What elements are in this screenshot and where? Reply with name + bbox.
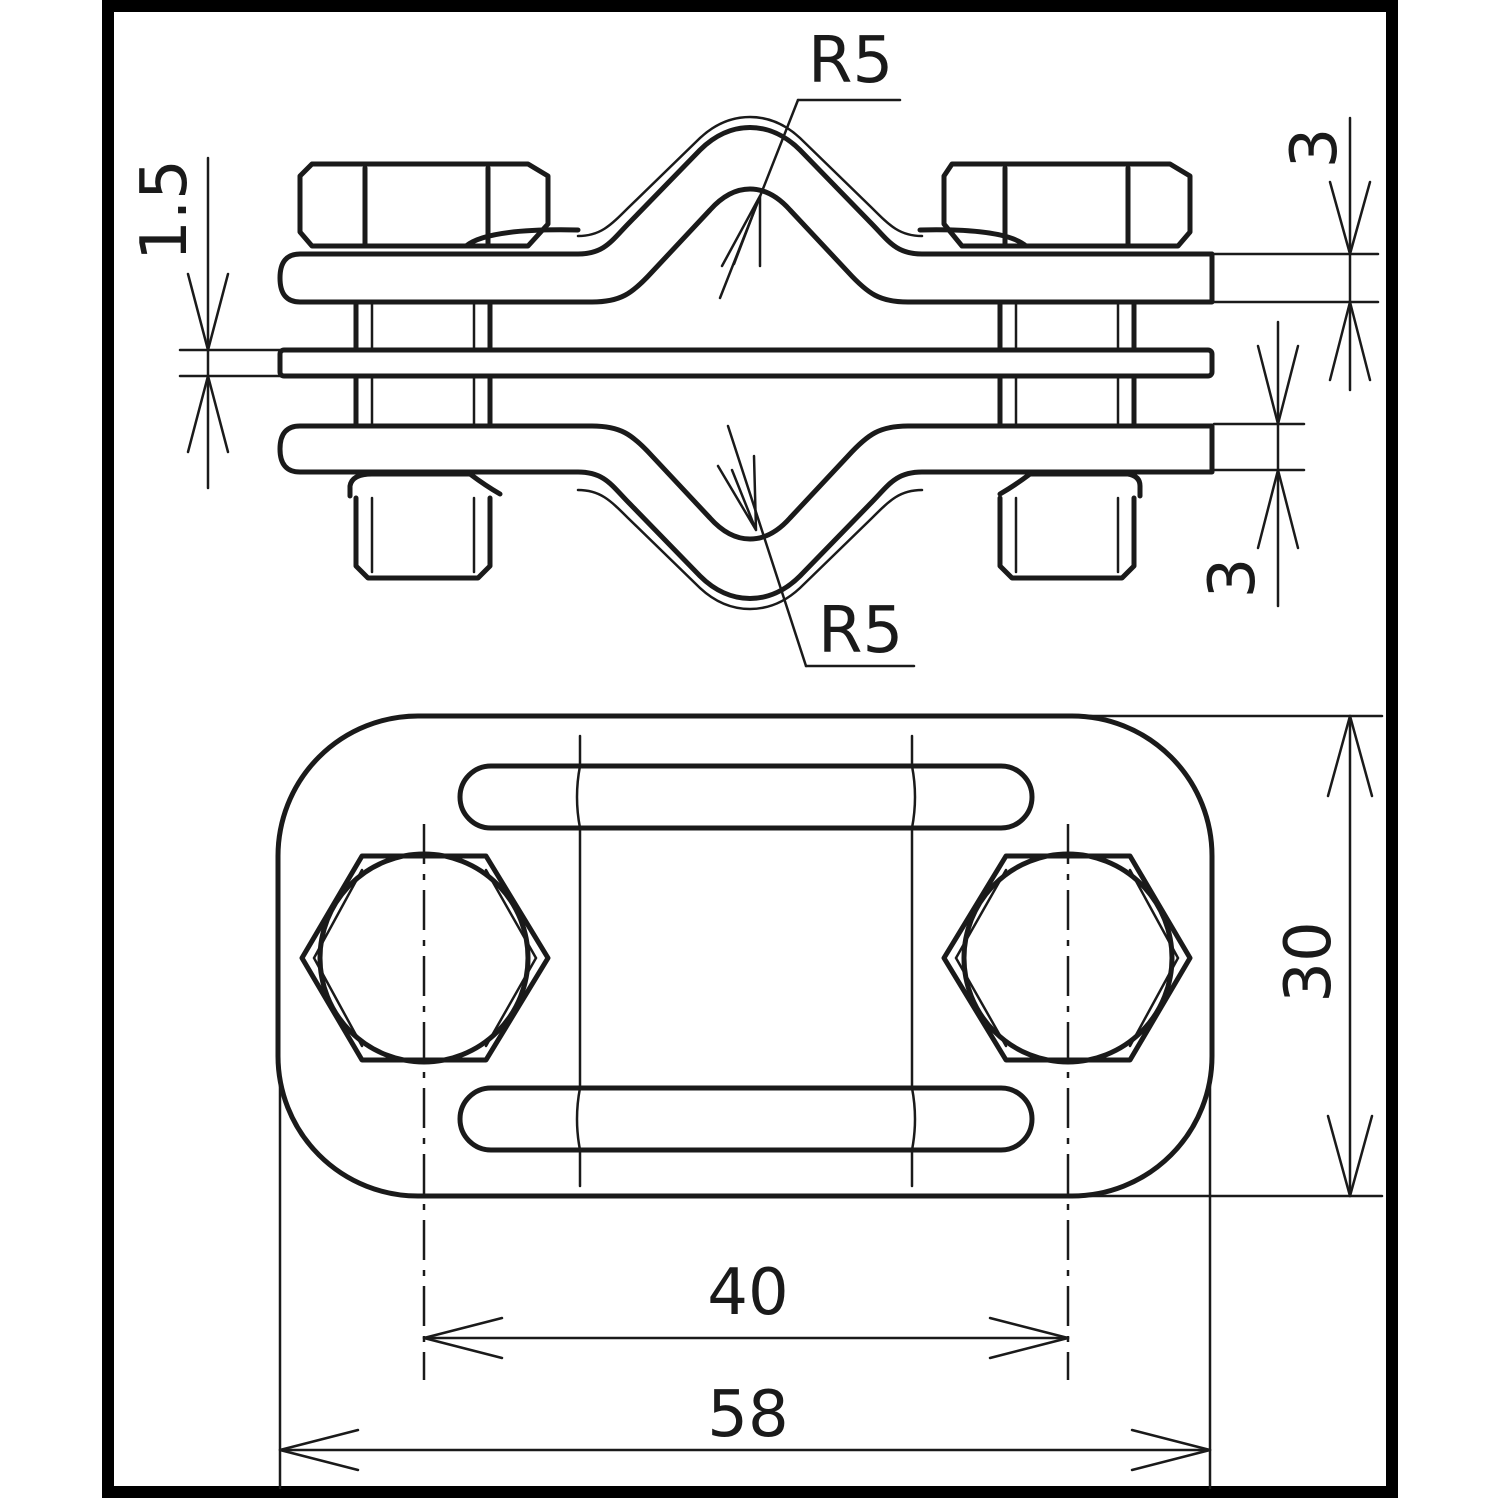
right-washer: [917, 227, 1029, 249]
lower-slot: [457, 1085, 1035, 1153]
bottom-clamp-plate: [277, 423, 1215, 611]
radius-bottom-leader: R5: [716, 424, 916, 668]
left-nut: [297, 161, 551, 249]
left-bolt: [353, 299, 493, 581]
radius-top-leader: R5: [718, 24, 902, 300]
right-bolt: [997, 299, 1137, 581]
right-lower-washer: [997, 471, 1143, 499]
dim-plate-bottom: 3: [1196, 320, 1306, 608]
upper-slot: [457, 763, 1035, 831]
right-nut: [941, 161, 1193, 249]
hole-spacing-label: 40: [707, 1256, 788, 1330]
dim-overall-length: 58: [278, 1378, 1212, 1472]
side-view: R5 R5 3 3: [128, 24, 1380, 668]
plate-bottom-thickness-label: 3: [1196, 558, 1270, 599]
dim-width: 30: [1088, 714, 1384, 1198]
radius-top-label: R5: [808, 24, 893, 98]
left-washer: [463, 227, 581, 249]
left-lower-washer: [347, 471, 503, 499]
dim-middle-strip: 1.5: [128, 156, 282, 490]
radius-bottom-label: R5: [818, 594, 903, 668]
width-label: 30: [1272, 921, 1346, 1002]
middle-strip-thickness-label: 1.5: [128, 159, 202, 261]
dim-hole-spacing: 40: [422, 1256, 1070, 1360]
dim-plate-top: 3: [1212, 116, 1380, 392]
drawing-frame: [102, 0, 1398, 1498]
plate-top-thickness-label: 3: [1278, 128, 1352, 169]
plan-plate-outline: [275, 713, 1215, 1199]
top-clamp-plate: [277, 115, 1215, 305]
plan-view: 30 40 58: [275, 713, 1384, 1490]
saddle-ridge-lines: [575, 734, 917, 1188]
middle-strip: [277, 347, 1215, 379]
overall-length-label: 58: [707, 1378, 788, 1452]
